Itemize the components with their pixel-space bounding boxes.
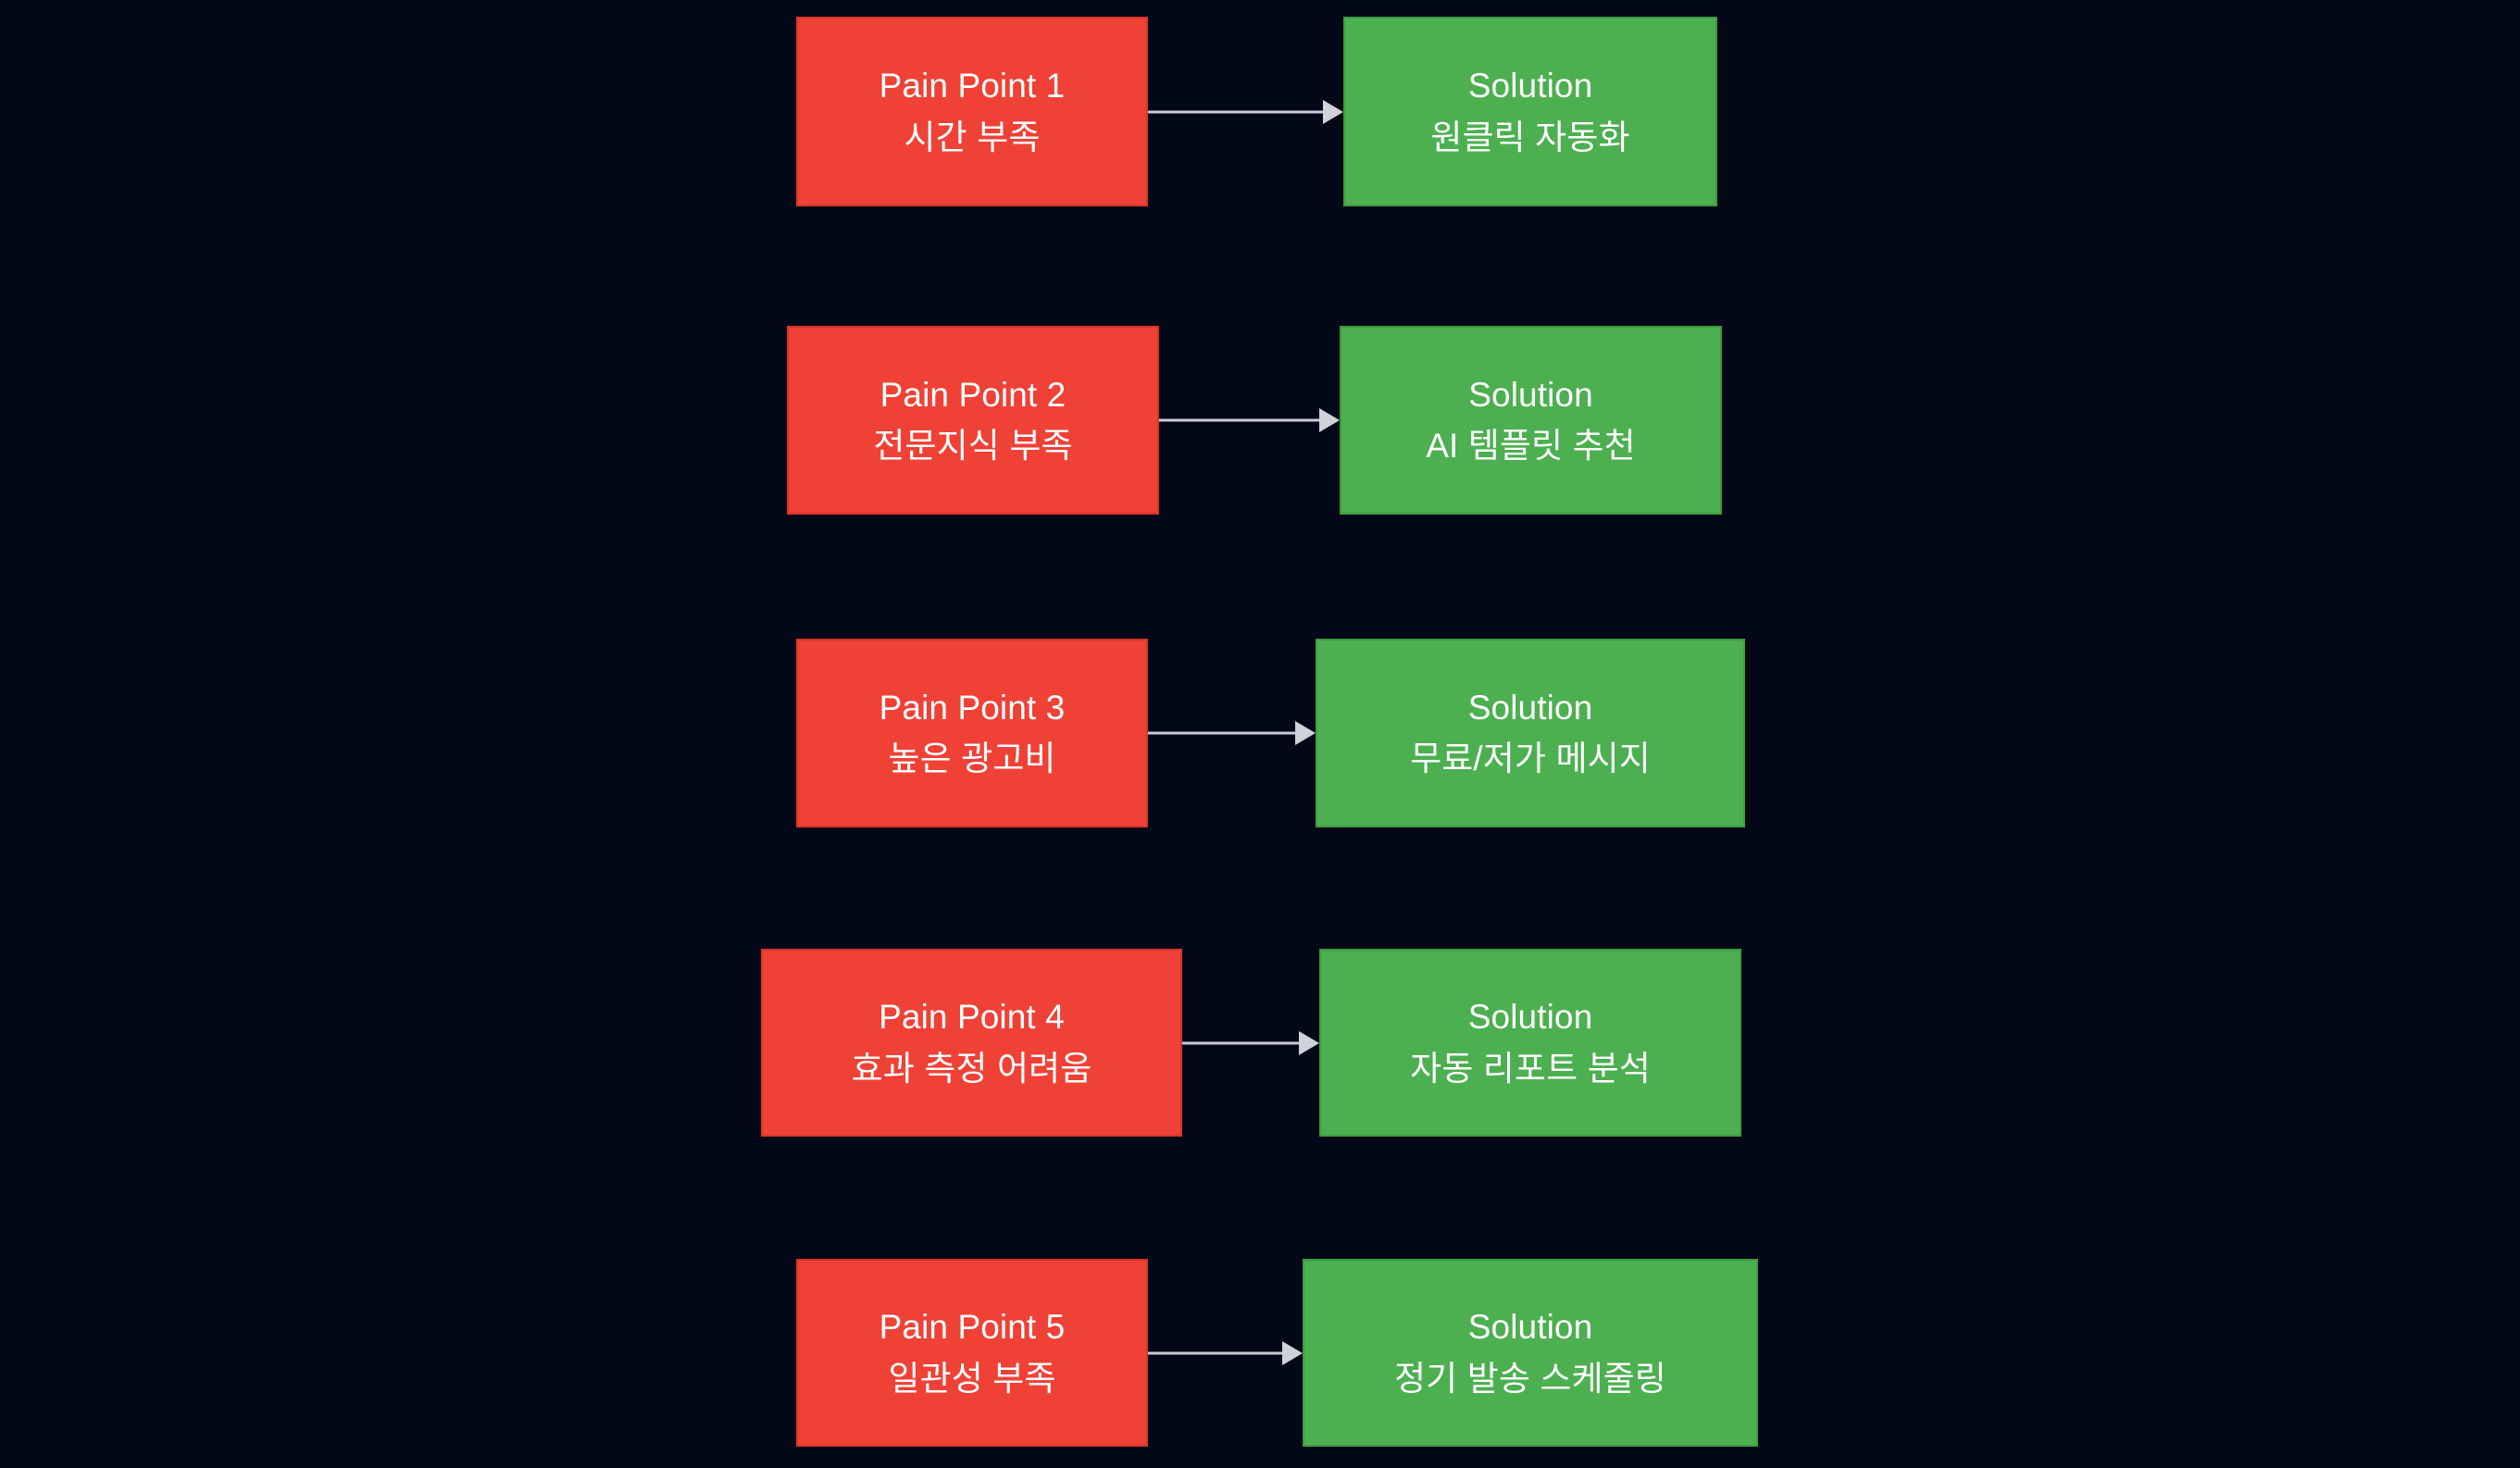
pain-point-detail-5: 일관성 부족 bbox=[888, 1359, 1056, 1398]
pain-point-node-4[interactable]: Pain Point 4 효과 측정 어려움 bbox=[761, 949, 1182, 1137]
pain-point-heading-3: Pain Point 3 bbox=[879, 688, 1066, 727]
connector-arrow-4 bbox=[1182, 1025, 1319, 1062]
arrow-shaft-5 bbox=[1148, 1351, 1282, 1354]
pain-point-detail-4: 효과 측정 어려움 bbox=[851, 1049, 1092, 1088]
solution-heading-5: Solution bbox=[1467, 1308, 1593, 1347]
solution-node-5[interactable]: Solution 정기 발송 스케줄링 bbox=[1303, 1259, 1758, 1447]
solution-heading-1: Solution bbox=[1467, 67, 1593, 106]
solution-node-1[interactable]: Solution 원클릭 자동화 bbox=[1343, 17, 1717, 206]
solution-detail-4: 자동 리포트 분석 bbox=[1410, 1049, 1651, 1088]
connector-arrow-2 bbox=[1159, 402, 1340, 439]
pain-point-detail-2: 전문지식 부족 bbox=[873, 427, 1073, 465]
solution-detail-2: AI 템플릿 추천 bbox=[1426, 427, 1636, 465]
solution-detail-3: 무료/저가 메시지 bbox=[1410, 740, 1651, 778]
pain-point-node-2[interactable]: Pain Point 2 전문지식 부족 bbox=[787, 326, 1159, 515]
arrow-head-icon-2 bbox=[1319, 408, 1340, 432]
arrow-shaft-4 bbox=[1182, 1041, 1299, 1044]
solution-heading-3: Solution bbox=[1467, 688, 1593, 727]
pain-point-node-3[interactable]: Pain Point 3 높은 광고비 bbox=[796, 639, 1148, 827]
connector-arrow-1 bbox=[1148, 93, 1343, 131]
arrow-shaft-3 bbox=[1148, 731, 1295, 735]
arrow-shaft-1 bbox=[1148, 110, 1323, 113]
pain-point-heading-5: Pain Point 5 bbox=[879, 1308, 1066, 1347]
pain-point-node-5[interactable]: Pain Point 5 일관성 부족 bbox=[796, 1259, 1148, 1447]
solution-node-2[interactable]: Solution AI 템플릿 추천 bbox=[1340, 326, 1722, 515]
connector-arrow-3 bbox=[1148, 715, 1316, 752]
solution-node-3[interactable]: Solution 무료/저가 메시지 bbox=[1316, 639, 1745, 827]
pain-point-heading-4: Pain Point 4 bbox=[879, 998, 1065, 1037]
pain-point-node-1[interactable]: Pain Point 1 시간 부족 bbox=[796, 17, 1148, 206]
solution-detail-1: 원클릭 자동화 bbox=[1430, 118, 1630, 156]
solution-detail-5: 정기 발송 스케줄링 bbox=[1394, 1359, 1666, 1398]
solution-node-4[interactable]: Solution 자동 리포트 분석 bbox=[1319, 949, 1741, 1137]
connector-arrow-5 bbox=[1148, 1335, 1303, 1372]
arrow-shaft-2 bbox=[1159, 418, 1319, 422]
pain-point-detail-3: 높은 광고비 bbox=[888, 740, 1056, 778]
pain-point-heading-1: Pain Point 1 bbox=[879, 67, 1066, 106]
arrow-head-icon-3 bbox=[1295, 721, 1316, 745]
arrow-head-icon-5 bbox=[1282, 1340, 1303, 1365]
arrow-head-icon-1 bbox=[1323, 99, 1343, 124]
pain-point-detail-1: 시간 부족 bbox=[904, 118, 1041, 156]
pain-point-heading-2: Pain Point 2 bbox=[880, 375, 1067, 414]
arrow-head-icon-4 bbox=[1299, 1030, 1319, 1055]
solution-heading-2: Solution bbox=[1468, 375, 1593, 414]
solution-heading-4: Solution bbox=[1467, 998, 1593, 1037]
